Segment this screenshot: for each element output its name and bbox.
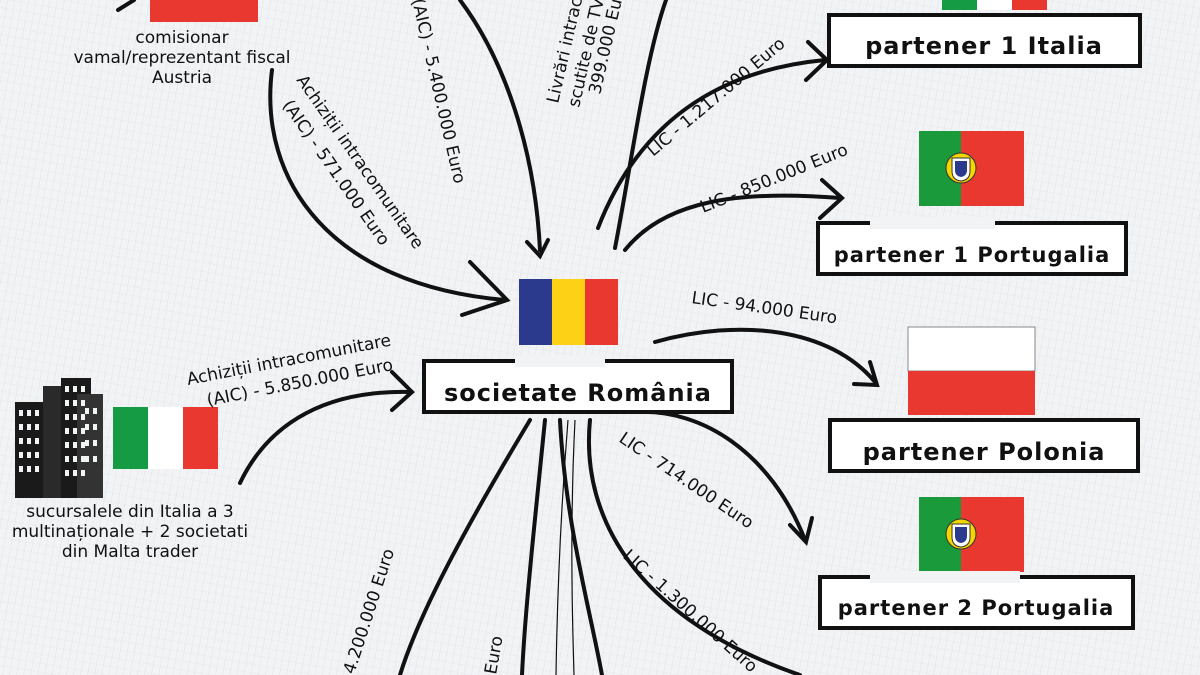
flag-portugal-partner1: [919, 131, 1024, 206]
arrow-aic-5400000: [458, 0, 542, 252]
svg-text:comisionar: comisionar: [135, 28, 228, 48]
arrow-lic-italia: [596, 58, 827, 230]
portugal-coat-of-arms-icon: [945, 518, 977, 550]
svg-text:Achiziții intracomunitare: Achiziții intracomunitare: [292, 71, 427, 253]
arrow-livrari: [613, 0, 668, 250]
label-lic-port1: LIC - 850.000 Euro: [697, 140, 851, 218]
flow-arrows: [116, 0, 880, 675]
arrow-aic-5850000: [238, 389, 412, 485]
flag-portugal-partner2: [919, 497, 1024, 572]
box-partener-polonia: partener Polonia: [828, 418, 1140, 473]
arrow-lic-port1: [623, 193, 842, 252]
svg-text:vamal/reprezentant fiscal: vamal/reprezentant fiscal: [74, 48, 291, 68]
label-lic-italia: LIC - 1.217.000 Euro: [643, 34, 789, 161]
box-label: partener 1 Portugalia: [834, 243, 1111, 267]
svg-text:sucursalele din Italia a 3: sucursalele din Italia a 3: [26, 502, 233, 522]
flag-austria: [150, 0, 258, 22]
label-bottom-mid: Euro: [481, 634, 507, 675]
caption-italia-branches: sucursalele din Italia a 3 multinațional…: [12, 502, 248, 562]
box-label: partener 2 Portugalia: [838, 596, 1115, 620]
label-livrari: Livrări intracomunitare scutite de TVA 3…: [543, 0, 630, 109]
box-partener-1-italia: partener 1 Italia: [827, 13, 1142, 68]
arrow-lic-1300000: [587, 418, 802, 675]
box-societate-romania: societate România: [422, 355, 734, 414]
center-label: societate România: [444, 379, 712, 407]
box-partener-2-portugalia: partener 2 Portugalia: [818, 571, 1135, 630]
label-aic-5850000: Achiziții intracomunitare (AIC) - 5.850.…: [185, 331, 395, 411]
portugal-coat-of-arms-icon: [945, 152, 977, 184]
box-label: partener Polonia: [863, 438, 1106, 466]
svg-text:multinaționale + 2 societati: multinaționale + 2 societati: [12, 522, 248, 542]
arrow-aic-571000: [268, 68, 507, 302]
label-aic-571000: Achiziții intracomunitare (AIC) - 571.00…: [278, 71, 427, 253]
label-aic-5400000: (AIC) - 5.400.000 Euro: [407, 0, 469, 185]
box-label: partener 1 Italia: [865, 32, 1103, 60]
office-buildings-icon: [15, 378, 103, 498]
flag-romania: [519, 279, 618, 345]
label-lic-polonia: LIC - 94.000 Euro: [690, 288, 838, 328]
flag-poland: [907, 326, 1036, 415]
box-partener-1-portugalia: partener 1 Portugalia: [816, 217, 1128, 276]
flag-italy-partner1: [942, 0, 1047, 10]
flag-italy-branches: [113, 407, 218, 469]
svg-text:Austria: Austria: [152, 68, 212, 88]
label-lic-1300000: LIC - 1.300.000 Euro: [619, 546, 762, 675]
svg-text:din Malta trader: din Malta trader: [62, 542, 198, 562]
label-bottom-left: 4.200.000 Euro: [340, 546, 399, 675]
caption-austria: comisionar vamal/reprezentant fiscal Aus…: [74, 28, 291, 88]
